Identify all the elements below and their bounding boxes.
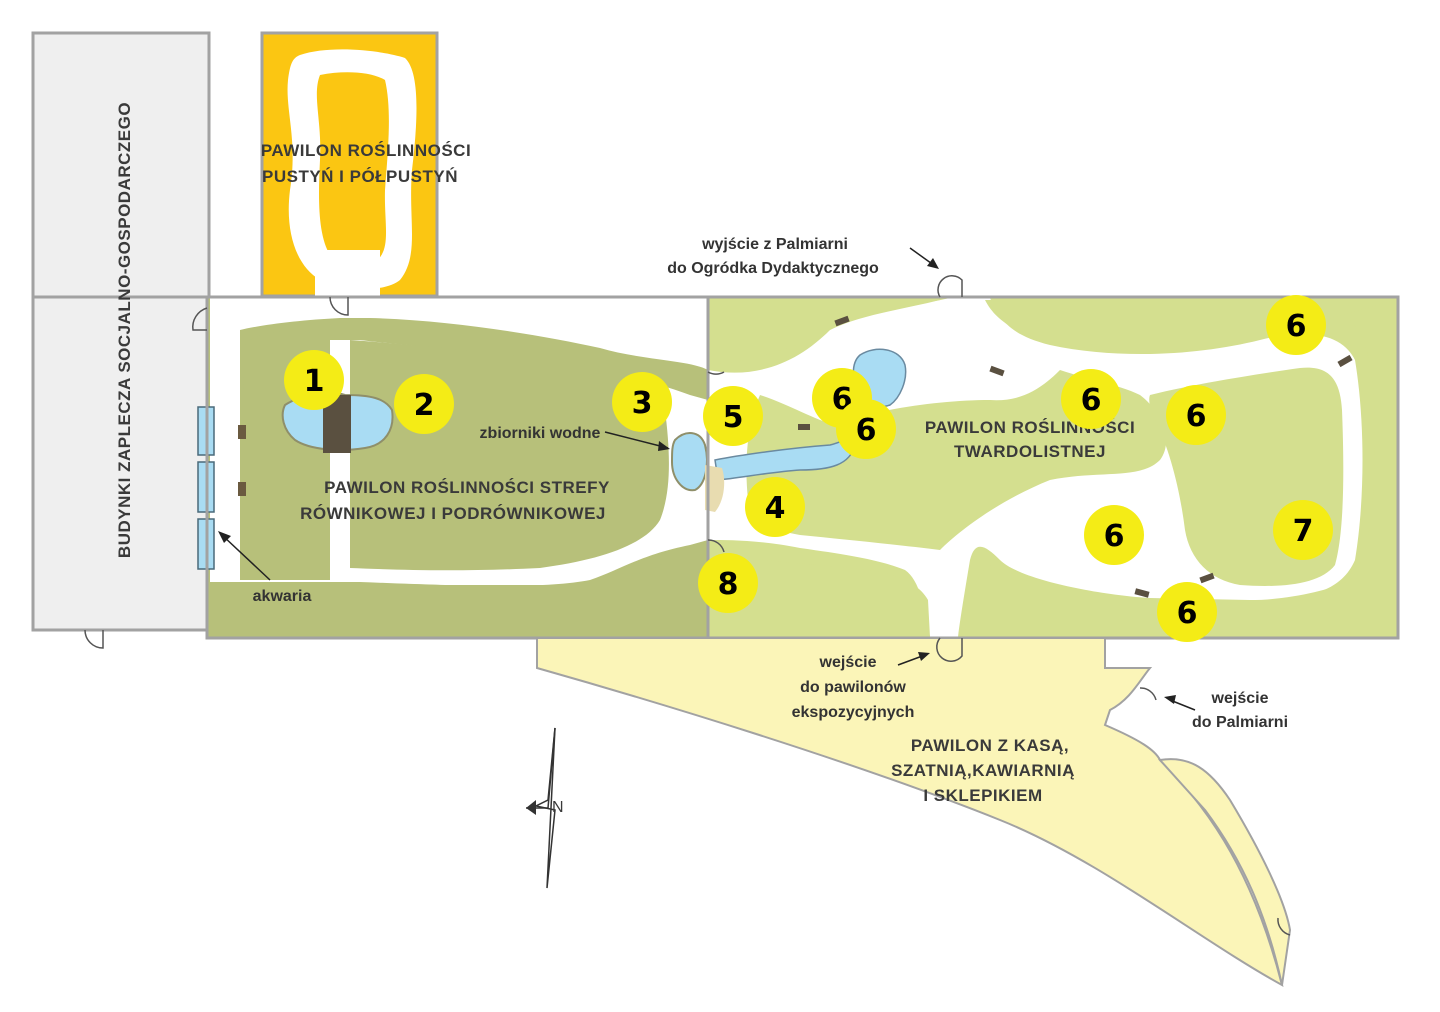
palm-entry-label-line1: wejście (1211, 690, 1269, 707)
cashier-pavilion-label-line1: PAWILON Z KASĄ, (911, 736, 1069, 755)
marker-6c-circle (1061, 369, 1121, 429)
marker-7-number: 7 (1293, 514, 1314, 549)
marker-7: 7 (1273, 500, 1333, 560)
marker-6g-number: 6 (1177, 596, 1198, 631)
cashier-pavilion-label-line3: I SKLEPIKIEM (923, 786, 1042, 805)
marker-3: 3 (612, 372, 672, 432)
exit-label-line1: wyjście z Palmiarni (701, 236, 848, 253)
marker-1: 1 (284, 350, 344, 410)
marker-5-circle (703, 386, 763, 446)
marker-6e: 6 (1266, 295, 1326, 355)
pavilion-entry-label-line2: do pawilonów (800, 679, 906, 696)
north-label: N (552, 799, 564, 816)
desert-pavilion-label-line2: PUSTYŃ I PÓŁPUSTYŃ (262, 167, 458, 186)
marker-6b-number: 6 (856, 413, 877, 448)
marker-6c-number: 6 (1081, 383, 1102, 418)
pavilion-entry-label-line1: wejście (819, 654, 877, 671)
marker-6f-circle (1084, 505, 1144, 565)
exit-arrowhead (927, 258, 939, 269)
service-building-label: BUDYNKI ZAPLECZA SOCJALNO-GOSPODARCZEGO (115, 102, 134, 558)
water-tanks-arrowhead (658, 441, 670, 451)
marker-8-circle (698, 553, 758, 613)
marker-1-number: 1 (304, 364, 325, 399)
water-tanks-arrow (604, 431, 669, 449)
desert-pavilion (260, 31, 439, 298)
marker-8: 8 (698, 553, 758, 613)
marker-2-circle (394, 374, 454, 434)
marker-6d-circle (1166, 385, 1226, 445)
desert-pavilion-label-line1: PAWILON ROŚLINNOŚCI (261, 141, 471, 160)
water-tanks-label: zbiorniki wodne (480, 425, 601, 442)
palm-entry-label-line2: do Palmiarni (1192, 714, 1288, 731)
cashier-pavilion (536, 637, 1292, 987)
exit-label-line2: do Ogródka Dydaktycznego (667, 260, 879, 277)
marker-4-circle (745, 477, 805, 537)
marker-6b: 6 (836, 399, 896, 459)
sclerophyll-pavilion (670, 297, 1398, 638)
aquaria-label: akwaria (253, 588, 312, 605)
marker-2: 2 (394, 374, 454, 434)
doors (84, 275, 1291, 936)
marker-6c: 6 (1061, 369, 1121, 429)
pavilion-entry-arrowhead (918, 652, 930, 661)
marker-3-number: 3 (632, 386, 653, 421)
cashier-pavilion-label-line2: SZATNIĄ,KAWIARNIĄ (891, 761, 1075, 780)
marker-7-circle (1273, 500, 1333, 560)
marker-8-number: 8 (718, 567, 739, 602)
marker-6f: 6 (1084, 505, 1144, 565)
marker-2-number: 2 (414, 388, 435, 423)
tropical-pavilion-label-line2: RÓWNIKOWEJ I PODRÓWNIKOWEJ (300, 504, 606, 523)
tropical-pavilion-label-line1: PAWILON ROŚLINNOŚCI STREFY (324, 478, 610, 497)
marker-3-circle (612, 372, 672, 432)
marker-6f-number: 6 (1104, 519, 1125, 554)
marker-6g: 6 (1157, 582, 1217, 642)
palm-entry-arrowhead (1164, 695, 1176, 704)
north-arrow-icon (526, 727, 556, 889)
marker-5: 5 (703, 386, 763, 446)
marker-6d-number: 6 (1186, 399, 1207, 434)
marker-6d: 6 (1166, 385, 1226, 445)
marker-6e-number: 6 (1286, 309, 1307, 344)
marker-1-circle (284, 350, 344, 410)
marker-4: 4 (745, 477, 805, 537)
sclerophyll-pavilion-label-line2: TWARDOLISTNEJ (954, 442, 1106, 461)
marker-6b-circle (836, 399, 896, 459)
pavilion-entry-label-line3: ekspozycyjnych (792, 704, 915, 721)
aquaria-arrowhead (218, 531, 231, 543)
service-building-area (31, 31, 211, 632)
tropical-pavilion (197, 297, 708, 638)
marker-5-number: 5 (723, 400, 744, 435)
marker-4-number: 4 (765, 491, 786, 526)
marker-6g-circle (1157, 582, 1217, 642)
marker-6e-circle (1266, 295, 1326, 355)
aquaria-arrow (221, 534, 271, 581)
